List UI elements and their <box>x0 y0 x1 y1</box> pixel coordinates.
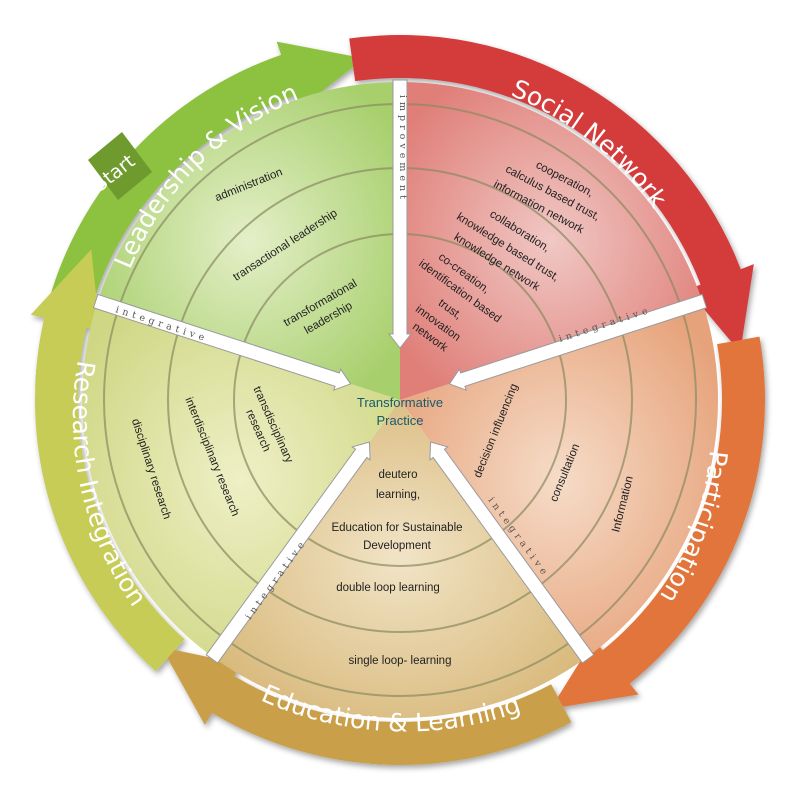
start-tab: Start <box>88 132 152 200</box>
education-outer-label: single loop- learning <box>349 655 452 667</box>
spokes: improvementintegrativeintegrativeintegra… <box>92 79 708 664</box>
education-inner-line-1: deutero <box>378 469 417 481</box>
spoke-top <box>387 79 413 349</box>
spoke-bar <box>92 293 352 391</box>
spoke-bar <box>387 79 413 349</box>
spoke-label-top: improvement <box>397 95 408 203</box>
education-arrow-arc <box>161 647 572 765</box>
education-segment <box>213 400 587 719</box>
education-inner-line-2: learning, <box>376 489 420 501</box>
spoke-bar <box>429 441 595 664</box>
education-middle-label: double loop learning <box>336 582 440 594</box>
education-inner-line-3: Education for Sustainable <box>331 522 462 534</box>
participation-segment <box>400 301 718 658</box>
research-segment <box>82 301 400 658</box>
center-label: Transformative Practice <box>357 395 443 428</box>
center-line-2: Practice <box>377 413 424 428</box>
education-inner-line-4: Development <box>363 540 432 552</box>
spoke-bottom_right <box>429 441 595 664</box>
spoke-right <box>448 293 708 391</box>
participation-arrow-arc <box>550 336 765 709</box>
spoke-bottom_left <box>205 441 371 664</box>
social-arrow-arc <box>349 34 754 353</box>
center-line-1: Transformative <box>357 395 443 410</box>
spoke-left <box>92 293 352 391</box>
education-segment-text: single loop- learning double loop learni… <box>331 469 462 667</box>
spoke-bar <box>205 441 371 664</box>
spoke-bar <box>448 293 708 391</box>
research-arrow-arc <box>30 249 185 672</box>
outer-ring <box>30 34 765 765</box>
